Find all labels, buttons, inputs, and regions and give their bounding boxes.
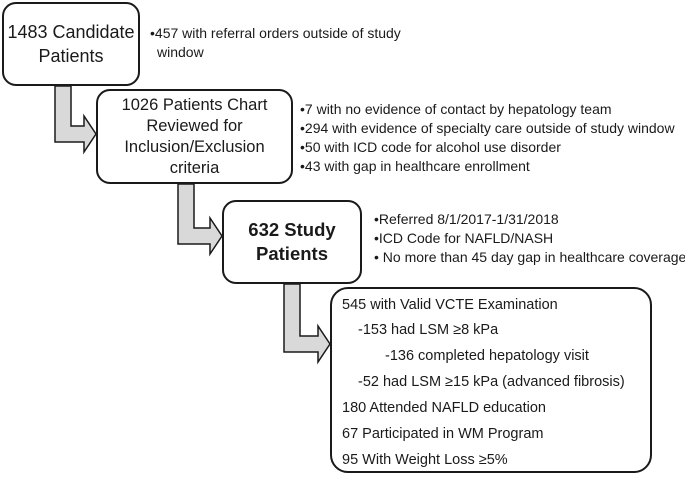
study-patients-line2: Patients — [256, 243, 328, 264]
candidate-patients-line2: Patients — [38, 46, 104, 66]
candidate-patients-box: 1483 Candidate Patients — [2, 2, 140, 86]
inclusion-item: •Referred 8/1/2017-1/31/2018 — [374, 211, 559, 227]
outcomes-box: 545 with Valid VCTE Examination -153 had… — [330, 287, 652, 473]
exclusion-item: •294 with evidence of specialty care out… — [300, 120, 675, 136]
exclusion-item: •43 with gap in healthcare enrollment — [300, 158, 530, 174]
chart-reviewed-box: 1026 Patients Chart Reviewed for Inclusi… — [96, 89, 293, 184]
referral-exclusion-line1: •457 with referral orders outside of stu… — [150, 25, 401, 41]
outcome-row-lsm15: -52 had LSM ≥15 kPa (advanced fibrosis) — [358, 374, 625, 390]
study-patients-box: 632 Study Patients — [222, 200, 362, 284]
exclusion-item: •50 with ICD code for alcohol use disord… — [300, 139, 561, 155]
outcome-row-vcte: 545 with Valid VCTE Examination — [342, 297, 558, 313]
referral-exclusion-note: •457 with referral orders outside of stu… — [150, 24, 401, 62]
chart-reviewed-line4: criteria — [169, 158, 220, 177]
arrow-3-to-4 — [283, 283, 331, 365]
outcome-row-wm-program: 67 Participated in WM Program — [342, 426, 544, 442]
inclusion-criteria-list: •Referred 8/1/2017-1/31/2018 •ICD Code f… — [374, 210, 685, 267]
outcome-row-lsm8: -153 had LSM ≥8 kPa — [358, 322, 499, 338]
inclusion-item: • No more than 45 day gap in healthcare … — [374, 249, 685, 265]
outcome-row-hepatology-visit: -136 completed hepatology visit — [385, 348, 589, 364]
chart-reviewed-line2: Reviewed for — [146, 116, 243, 135]
chart-reviewed-line3: Inclusion/Exclusion — [124, 137, 265, 156]
exclusion-item: •7 with no evidence of contact by hepato… — [300, 101, 612, 117]
arrow-1-to-2 — [54, 85, 97, 155]
outcome-row-weight-loss: 95 With Weight Loss ≥5% — [342, 452, 508, 468]
exclusion-criteria-list: •7 with no evidence of contact by hepato… — [300, 100, 675, 176]
candidate-patients-line1: 1483 Candidate — [7, 22, 135, 42]
chart-reviewed-line1: 1026 Patients Chart — [121, 95, 268, 114]
study-patients-line1: 632 Study — [248, 219, 336, 240]
arrow-2-to-3 — [177, 183, 223, 257]
outcome-row-nafld-education: 180 Attended NAFLD education — [342, 400, 546, 416]
inclusion-item: •ICD Code for NAFLD/NASH — [374, 230, 554, 246]
referral-exclusion-line2: window — [157, 44, 204, 60]
